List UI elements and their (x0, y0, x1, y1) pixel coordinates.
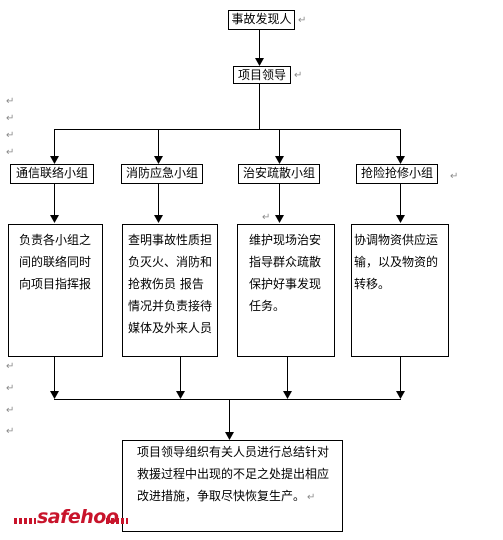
connector-content-2 (158, 184, 159, 216)
return-mark: ↵ (6, 426, 15, 437)
group-header-security: 治安疏散小组 (238, 164, 320, 184)
connector-group-4 (400, 129, 401, 157)
logo-wordmark: safehoo (37, 506, 119, 528)
summary-box: 项目领导组织有关人员进行总结针对救援过程中出现的不足之处提出相应改进措施，争取尽… (122, 440, 343, 532)
arrowhead (396, 391, 405, 399)
arrowhead (255, 58, 264, 66)
top-bus-line (54, 129, 400, 130)
group-header-rescue: 抢险抢修小组 (356, 164, 438, 184)
connector-group-2 (158, 129, 159, 157)
arrowhead (225, 432, 234, 440)
group-title: 抢险抢修小组 (360, 166, 433, 180)
return-mark: ↵ (6, 96, 15, 107)
return-mark: ↵ (6, 113, 15, 124)
bottom-bus-line (54, 399, 401, 400)
group-description: 负责各小组之间的联络同时向项目指挥报 (19, 233, 92, 291)
return-mark: ↵ (6, 147, 15, 158)
connector-content-3 (279, 184, 280, 216)
return-mark: ↵ (298, 15, 307, 26)
connector-content-1 (54, 184, 55, 216)
arrowhead (154, 156, 163, 164)
arrowhead (396, 156, 405, 164)
return-mark: ↵ (262, 212, 271, 223)
safehoo-logo: safehoo (14, 506, 129, 532)
arrowhead (50, 391, 59, 399)
group-title: 治安疏散小组 (242, 166, 315, 180)
logo-dots-left (14, 518, 36, 524)
connector-content-4 (400, 184, 401, 216)
summary-text: 项目领导组织有关人员进行总结针对救援过程中出现的不足之处提出相应改进措施，争取尽… (137, 445, 330, 503)
group-description: 协调物资供应运输，以及物资的转移。 (354, 233, 439, 291)
group-content-security: 维护现场治安指导群众疏散保护好事发现任务。 (237, 224, 335, 357)
arrowhead (50, 215, 59, 223)
return-mark: ↵ (6, 383, 15, 394)
connector-leader-bus (259, 84, 260, 129)
return-mark: ↵ (6, 130, 15, 141)
arrowhead (396, 215, 405, 223)
group-description: 查明事故性质担负灭火、消防和抢救伤员 报告情况并负责接待媒体及外来人员 (128, 233, 213, 335)
return-mark: ↵ (450, 171, 459, 182)
project-leader-label: 项目领导 (237, 68, 286, 82)
return-mark: ↵ (6, 405, 15, 416)
group-title: 通信联络小组 (15, 166, 88, 180)
group-title: 消防应急小组 (125, 166, 198, 180)
connector-top-leader (259, 30, 260, 60)
logo-dots-right (106, 518, 128, 524)
connector-bus-final (229, 399, 230, 433)
group-header-firefighting: 消防应急小组 (121, 164, 203, 184)
arrowhead (283, 391, 292, 399)
arrowhead (275, 156, 284, 164)
connector-lower-4 (400, 357, 401, 392)
return-mark: ↵ (6, 361, 15, 372)
connector-group-1 (54, 129, 55, 157)
arrowhead (275, 215, 284, 223)
accident-finder-box: 事故发现人 (228, 10, 295, 30)
group-header-communication: 通信联络小组 (10, 164, 94, 184)
connector-lower-3 (287, 357, 288, 392)
group-content-communication: 负责各小组之间的联络同时向项目指挥报 (8, 224, 103, 357)
connector-lower-1 (54, 357, 55, 392)
return-mark: ↵ (294, 70, 303, 81)
project-leader-box: 项目领导 (233, 66, 291, 84)
arrowhead (176, 391, 185, 399)
connector-group-3 (279, 129, 280, 157)
arrowhead (154, 215, 163, 223)
group-content-rescue: 协调物资供应运输，以及物资的转移。 (351, 224, 449, 357)
group-description: 维护现场治安指导群众疏散保护好事发现任务。 (249, 233, 322, 313)
arrowhead (50, 156, 59, 164)
group-content-firefighting: 查明事故性质担负灭火、消防和抢救伤员 报告情况并负责接待媒体及外来人员 (122, 224, 218, 357)
connector-lower-2 (180, 357, 181, 392)
return-mark: ↵ (307, 492, 316, 503)
accident-finder-label: 事故发现人 (231, 12, 292, 26)
